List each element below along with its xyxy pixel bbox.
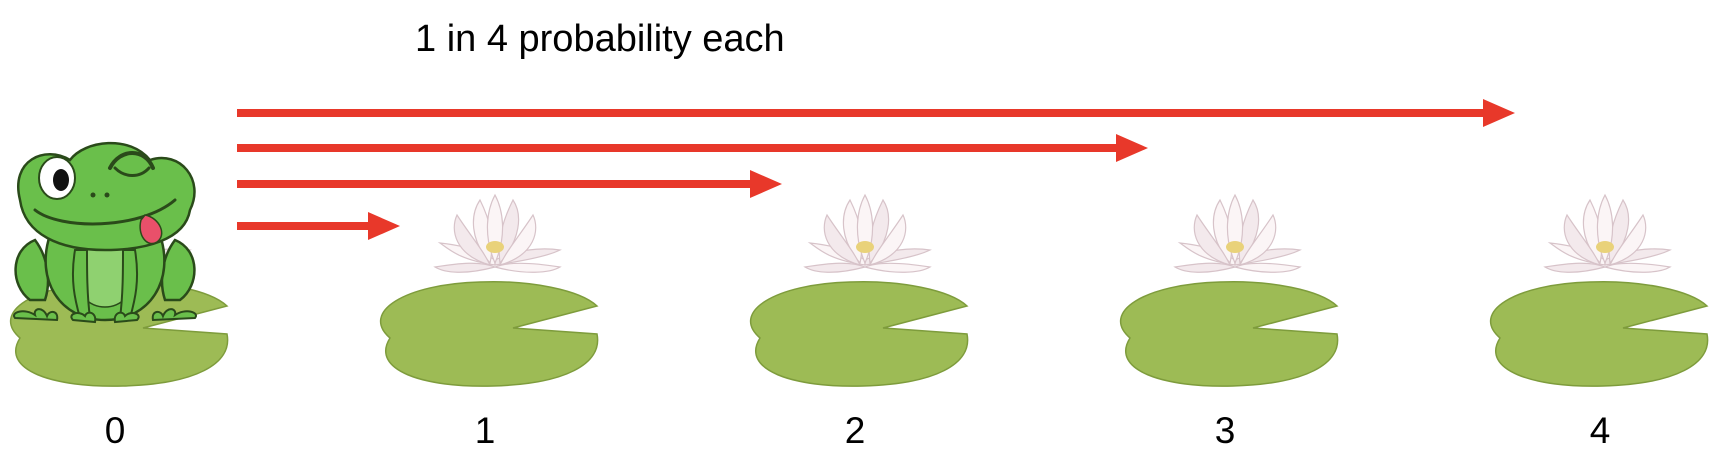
diagram-title: 1 in 4 probability each	[415, 18, 785, 60]
lily-pad-2	[749, 193, 969, 387]
lily-pad-leaf	[1489, 280, 1709, 387]
pad-label-1: 1	[474, 410, 496, 451]
pad-label-4: 4	[1589, 410, 1611, 451]
lily-pad-4	[1489, 193, 1709, 387]
lily-pad-leaf	[1119, 280, 1339, 387]
pad-label-2: 2	[844, 410, 866, 451]
water-lily-flower	[803, 193, 932, 273]
frog-tongue	[139, 214, 163, 245]
jump-arrow-0-to-2	[237, 170, 782, 198]
water-lily-flower	[1173, 193, 1302, 273]
jump-arrows	[237, 99, 1515, 240]
pad-label-0: 0	[104, 410, 126, 451]
water-lily-flower	[433, 193, 562, 273]
jump-arrow-0-to-1	[237, 212, 400, 240]
lily-pad-leaf	[379, 280, 599, 387]
water-lily-flower	[1543, 193, 1672, 273]
jump-arrow-0-to-4	[237, 99, 1515, 127]
lily-pad-3	[1119, 193, 1339, 387]
pad-label-3: 3	[1214, 410, 1236, 451]
frog-character	[13, 141, 197, 324]
lily-pad-1	[379, 193, 599, 387]
jump-arrow-0-to-3	[237, 134, 1148, 162]
frog	[13, 141, 197, 324]
lily-pad-leaf	[749, 280, 969, 387]
